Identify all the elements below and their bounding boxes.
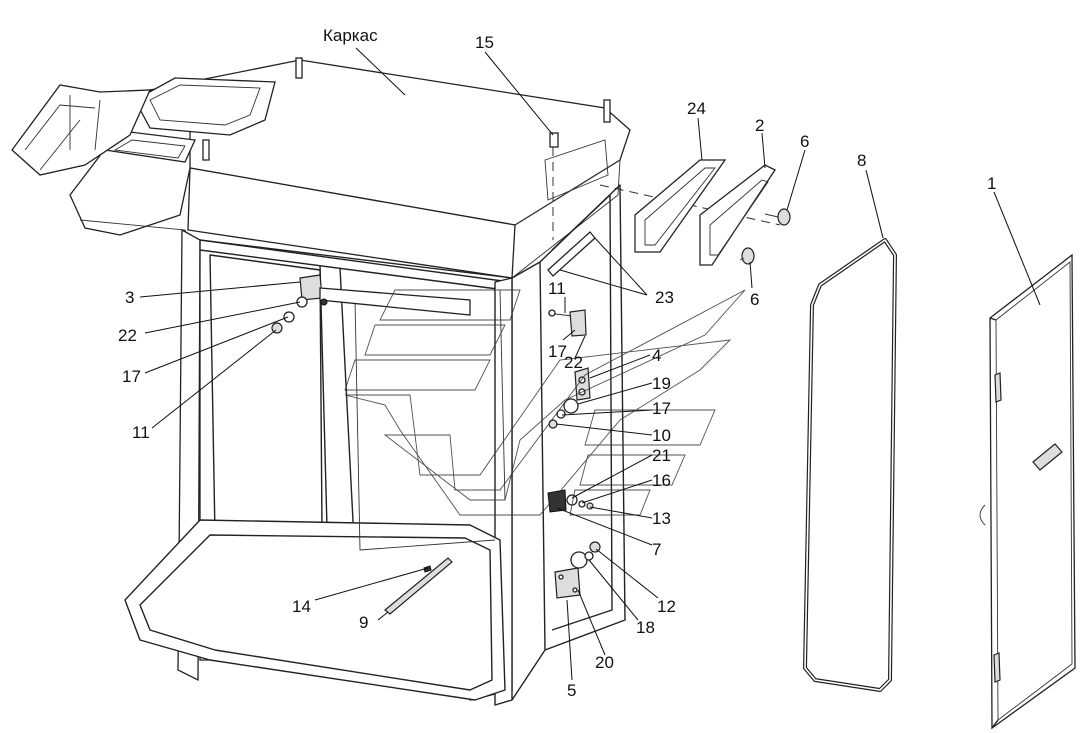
callout-22-left: 22 bbox=[118, 326, 137, 345]
callout-19: 19 bbox=[652, 374, 671, 393]
part-9-strip bbox=[384, 557, 453, 615]
part-7-latch bbox=[547, 489, 594, 513]
callout-1: 1 bbox=[987, 174, 996, 193]
part-24-frame bbox=[634, 159, 727, 253]
part-11-bracket-upper bbox=[547, 309, 587, 337]
callout-18: 18 bbox=[636, 618, 655, 637]
leader-lines bbox=[139, 47, 1041, 681]
callout-17-mid: 17 bbox=[652, 399, 671, 418]
part-8-seal bbox=[803, 238, 897, 692]
callout-11-left: 11 bbox=[132, 423, 150, 442]
callout-21: 21 bbox=[652, 446, 671, 465]
callout-6-top: 6 bbox=[800, 132, 809, 151]
callout-24: 24 bbox=[687, 99, 706, 118]
callout-11-right: 11 bbox=[548, 279, 566, 298]
callout-17-right: 17 bbox=[548, 342, 567, 361]
callout-14: 14 bbox=[292, 597, 311, 616]
callout-8: 8 bbox=[857, 151, 866, 170]
callout-7: 7 bbox=[652, 540, 661, 559]
callout-20: 20 bbox=[595, 653, 614, 672]
part-fasteners-left bbox=[271, 296, 308, 334]
part-2-frame bbox=[699, 164, 776, 266]
callout-9: 9 bbox=[359, 613, 368, 632]
callout-23: 23 bbox=[655, 288, 674, 307]
callout-13: 13 bbox=[652, 509, 671, 528]
callout-2: 2 bbox=[755, 116, 764, 135]
callout-3: 3 bbox=[125, 288, 134, 307]
cab-frame bbox=[11, 57, 781, 706]
callout-6-bottom: 6 bbox=[750, 290, 759, 309]
callout-15: 15 bbox=[475, 33, 494, 52]
callout-10: 10 bbox=[652, 426, 671, 445]
part-23-rod bbox=[547, 231, 596, 277]
callout-16: 16 bbox=[652, 471, 671, 490]
part-5-hinge-lower bbox=[554, 541, 601, 599]
callout-4: 4 bbox=[652, 346, 661, 365]
label-karkas: Каркас bbox=[323, 26, 378, 45]
part-1-door bbox=[979, 253, 1076, 730]
callout-17-left: 17 bbox=[122, 367, 141, 386]
callout-5: 5 bbox=[567, 681, 576, 700]
callout-22-right: 22 bbox=[564, 353, 583, 372]
background-watermark bbox=[344, 289, 746, 516]
part-washers-mid bbox=[548, 398, 579, 429]
callout-12: 12 bbox=[657, 597, 676, 616]
part-3-bar bbox=[299, 274, 471, 316]
part-6-knobs bbox=[739, 208, 791, 265]
callout-labels: Каркас 15 24 2 6 8 1 3 22 17 11 23 6 11 … bbox=[118, 26, 996, 700]
